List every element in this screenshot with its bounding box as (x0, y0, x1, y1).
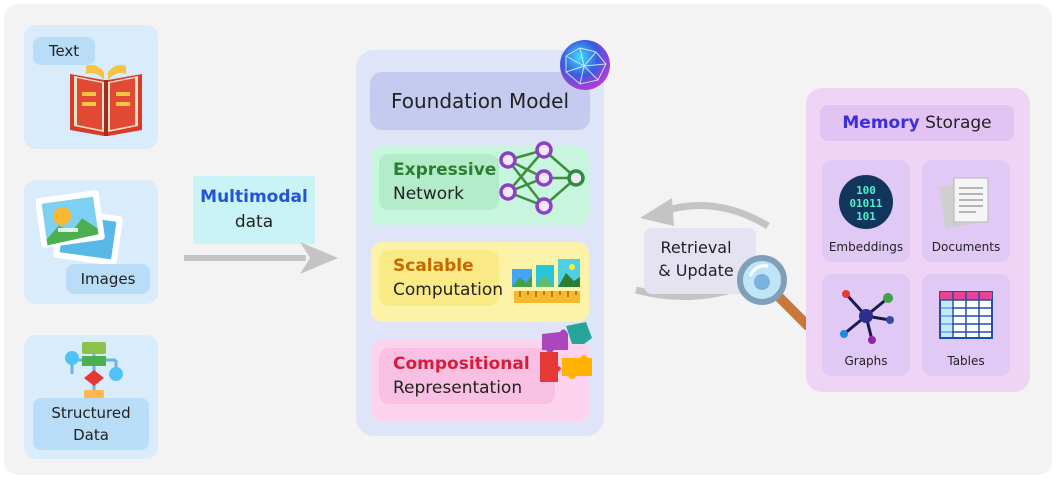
puzzle-pieces-icon (540, 322, 592, 382)
svg-text:101: 101 (856, 210, 876, 223)
scale-ruler-icon (512, 259, 580, 303)
storage-text: Storage (925, 113, 992, 133)
neural-network-icon (499, 141, 585, 215)
graph-icon (840, 290, 894, 344)
embeddings-cell: 100 01011 101 Embeddings (822, 160, 910, 262)
expressive-highlight: Expressive (393, 160, 497, 180)
globe-network-icon (560, 40, 610, 90)
images-label: Images (66, 264, 150, 294)
multimodal-data-box (193, 176, 315, 244)
documents-label: Documents (931, 240, 1001, 254)
multimodal-highlight: Multimodal (200, 187, 308, 207)
svg-text:100: 100 (856, 184, 876, 197)
embeddings-label: Embeddings (828, 240, 904, 254)
magnifier-icon (737, 255, 813, 331)
documents-icon (938, 177, 989, 229)
text-label: Text (33, 37, 95, 65)
expressive-network-block: Expressive Network (371, 146, 589, 226)
flowchart-icon (65, 342, 123, 398)
graphs-label: Graphs (844, 354, 888, 368)
structured-data-label: Structured Data (33, 398, 149, 450)
scalable-computation-block: Scalable Computation (371, 242, 589, 322)
multimodal-rest: data (234, 212, 274, 232)
tables-label: Tables (947, 354, 985, 368)
graphs-cell: Graphs (822, 274, 910, 376)
documents-cell: Documents (922, 160, 1010, 262)
memory-storage-title: Memory Storage (820, 105, 1014, 141)
representation-text: Representation (393, 378, 523, 398)
memory-highlight: Memory (842, 113, 920, 133)
table-icon (939, 291, 993, 339)
binary-globe-icon: 100 01011 101 (839, 175, 893, 229)
images-icon (36, 190, 123, 266)
retrieval-line2: & Update (658, 261, 734, 280)
foundation-model-title: Foundation Model (370, 72, 590, 130)
input-arrow (184, 242, 338, 274)
svg-text:01011: 01011 (849, 197, 882, 210)
computation-text: Computation (393, 280, 504, 300)
network-text: Network (393, 184, 464, 204)
tables-cell: Tables (922, 274, 1010, 376)
structured-data-text: Structured Data (51, 404, 131, 444)
compositional-highlight: Compositional (393, 354, 530, 374)
scalable-highlight: Scalable (393, 256, 474, 276)
retrieval-line1: Retrieval (660, 238, 732, 257)
book-icon (70, 64, 142, 136)
